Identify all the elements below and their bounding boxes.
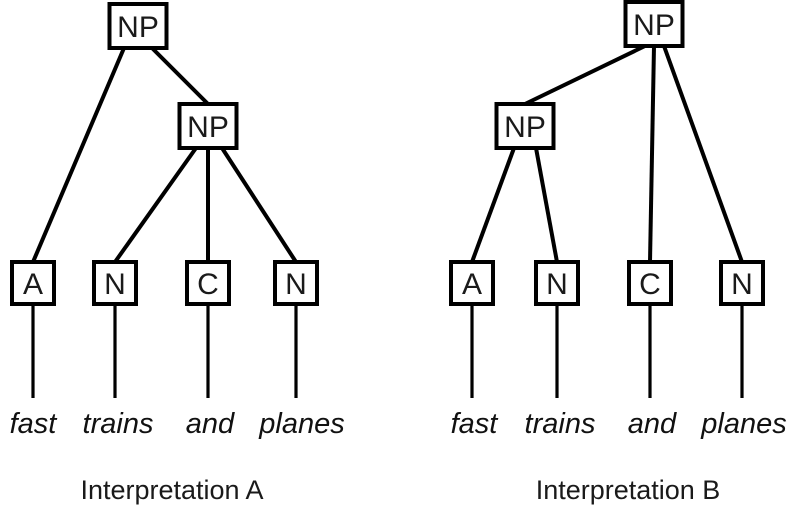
sentence-words-layer: fast trains and planes fast trains and planes	[10, 408, 787, 440]
tree-b-node-inner-box	[494, 102, 556, 150]
tree-captions-layer: Interpretation A Interpretation B	[80, 475, 720, 505]
tree-b-leaf-2-box	[627, 260, 673, 306]
tree-b-caption: Interpretation B	[536, 475, 721, 505]
tree-b-word-1: trains	[525, 408, 596, 440]
tree-a-leaf-2-box	[185, 260, 231, 306]
tree-b-node-inner-np: NP	[494, 102, 556, 150]
tree-b-leaf-2-label: C	[639, 268, 661, 301]
tree-a-node-inner-box	[177, 102, 239, 150]
tree-a-edge-inner-np-to-noun2	[220, 146, 298, 264]
tree-b-leaf-0-box	[449, 260, 495, 306]
tree-a-leaf-1-n: N	[92, 260, 138, 306]
tree-b-node-root-box	[623, 0, 685, 48]
tree-a-leaf-1-label: N	[104, 268, 126, 301]
tree-b-edge-inner-np-to-noun1	[534, 147, 559, 263]
tree-a-leaf-3-n: N	[273, 260, 319, 306]
tree-b-word-3: planes	[700, 408, 786, 440]
tree-b-edge-inner-np-to-adjective	[470, 147, 516, 263]
tree-b-edge-root-to-inner-np	[524, 44, 646, 106]
tree-a-leaf-0-box	[10, 260, 56, 306]
tree-a-node-inner-label: NP	[187, 111, 229, 144]
tree-a-edge-root-to-inner-np	[150, 46, 210, 106]
tree-b-leaf-2-c: C	[627, 260, 673, 306]
tree-a-node-root-box	[107, 2, 169, 50]
tree-a-word-3: planes	[258, 408, 344, 440]
tree-b-edge-root-to-noun2	[662, 45, 744, 263]
tree-a-leaf-2-label: C	[197, 268, 219, 301]
tree-b-node-root-label: NP	[633, 9, 675, 42]
tree-a-node-root-np: NP	[107, 2, 169, 50]
tree-b-leaf-3-box	[719, 260, 765, 306]
tree-b-leaf-1-n: N	[534, 260, 580, 306]
tree-b-node-root-np: NP	[623, 0, 685, 48]
tree-a-word-0: fast	[10, 408, 59, 440]
tree-a-caption: Interpretation A	[80, 475, 263, 505]
tree-a-leaf-1-box	[92, 260, 138, 306]
tree-a-node-inner-np: NP	[177, 102, 239, 150]
tree-a-edge-root-to-adjective	[31, 47, 126, 263]
tree-edges-layer	[31, 44, 744, 264]
tree-b-leaf-0-a: A	[449, 260, 495, 306]
tree-a-word-2: and	[186, 408, 235, 440]
tree-b-leaf-1-box	[534, 260, 580, 306]
tree-a-node-root-label: NP	[117, 11, 159, 44]
tree-b-word-0: fast	[451, 408, 500, 440]
tree-b-edge-root-to-conj	[648, 45, 656, 263]
tree-a-leaf-3-box	[273, 260, 319, 306]
tree-b-leaf-1-label: N	[546, 268, 568, 301]
tree-nodes-layer: NP NP A N C N NP NP A N C N	[10, 0, 765, 306]
tree-b-word-2: and	[628, 408, 677, 440]
tree-a-leaf-2-c: C	[185, 260, 231, 306]
tree-b-leaf-0-label: A	[462, 268, 482, 301]
tree-b-node-inner-label: NP	[504, 111, 546, 144]
tree-a-leaf-0-a: A	[10, 260, 56, 306]
leaf-stems-layer	[31, 304, 744, 398]
tree-a-leaf-0-label: A	[23, 268, 43, 301]
tree-b-leaf-3-n: N	[719, 260, 765, 306]
tree-a-edge-inner-np-to-noun1	[113, 146, 198, 264]
tree-a-word-1: trains	[83, 408, 154, 440]
tree-b-leaf-3-label: N	[731, 268, 753, 301]
tree-a-leaf-3-label: N	[285, 268, 307, 301]
